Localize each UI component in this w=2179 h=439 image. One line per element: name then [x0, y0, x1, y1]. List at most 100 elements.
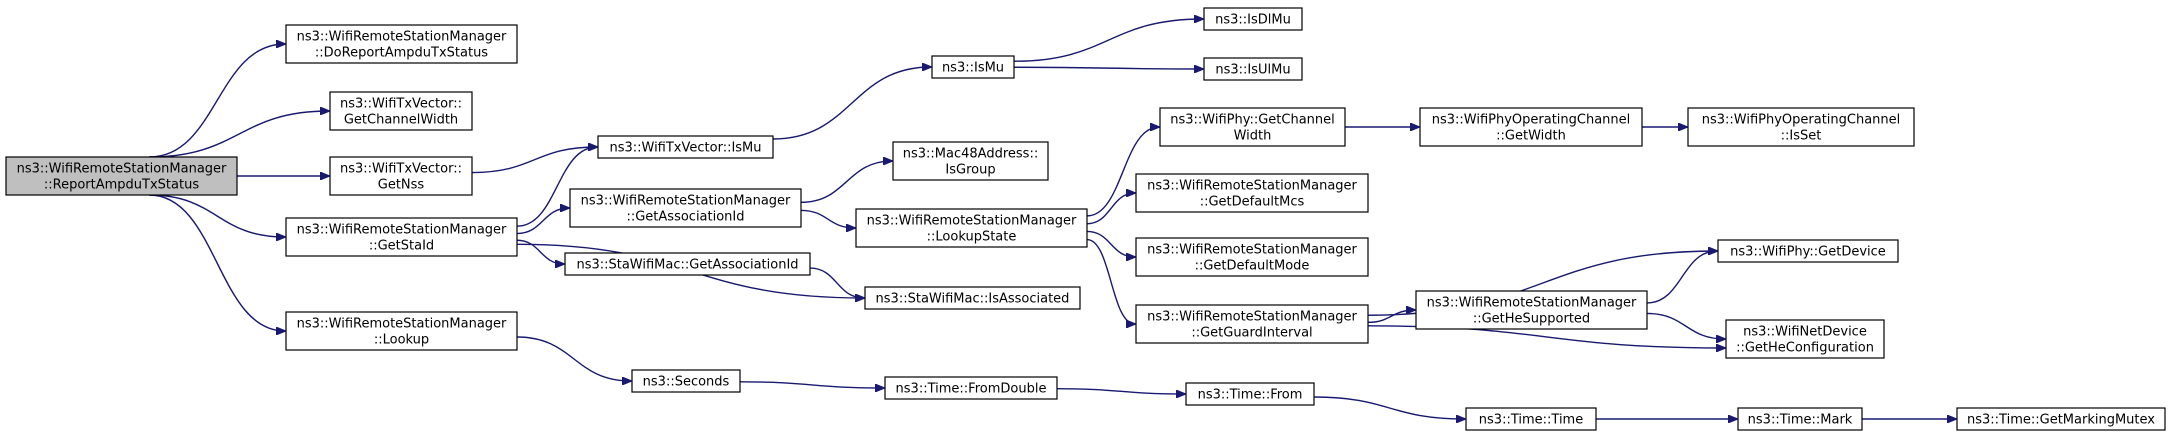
node-seconds[interactable]: ns3::Seconds: [631, 369, 741, 393]
edge-getnss-to-txismu: [471, 147, 597, 174]
node-getdevice[interactable]: ns3::WifiPhy::GetDevice: [1717, 239, 1899, 263]
edge-seconds-to-fromdouble: [739, 381, 884, 388]
edge-lookup-to-seconds: [516, 336, 631, 381]
node-box: [285, 311, 518, 351]
node-label: ::IsSet: [1781, 129, 1822, 144]
node-label: ns3::IsMu: [942, 61, 1004, 76]
node-label: ns3::Mac48Address::: [903, 147, 1038, 162]
node-label: ns3::StaWifiMac::GetAssociationId: [576, 258, 798, 273]
edge-ismu-to-isdlmu: [1013, 19, 1203, 62]
node-box: [1135, 237, 1369, 277]
node-box: [1717, 239, 1899, 263]
node-doreport[interactable]: ns3::WifiRemoteStationManager::DoReportA…: [285, 24, 518, 64]
node-isgroup[interactable]: ns3::Mac48Address::IsGroup: [892, 141, 1049, 181]
node-label: ns3::WifiNetDevice: [1743, 325, 1867, 340]
edge-root-to-lookup: [149, 194, 285, 331]
node-getstaid[interactable]: ns3::WifiRemoteStationManager::GetStaId: [285, 217, 518, 257]
node-label: ns3::Time::Mark: [1748, 413, 1853, 428]
node-markmutex[interactable]: ns3::Time::GetMarkingMutex: [1956, 407, 2166, 431]
node-label: ns3::WifiRemoteStationManager: [867, 214, 1077, 229]
edge-lookupstate-to-guard: [1086, 238, 1135, 324]
edge-getstaid-to-txismu: [516, 147, 597, 227]
node-label: GetNss: [378, 178, 425, 193]
node-hesupported[interactable]: ns3::WifiRemoteStationManager::GetHeSupp…: [1415, 290, 1648, 330]
node-label: ::GetDefaultMcs: [1200, 195, 1305, 210]
node-label: ns3::WifiPhy::GetDevice: [1730, 245, 1886, 260]
node-phychw[interactable]: ns3::WifiPhy::GetChannelWidth: [1159, 107, 1346, 147]
node-box: [285, 24, 518, 64]
node-label: ns3::WifiRemoteStationManager: [297, 30, 507, 45]
node-lookupstate[interactable]: ns3::WifiRemoteStationManager::LookupSta…: [855, 208, 1088, 248]
node-isassociated[interactable]: ns3::StaWifiMac::IsAssociated: [864, 286, 1081, 310]
node-timetime[interactable]: ns3::Time::Time: [1465, 407, 1597, 431]
edge-lookupstate-to-defmode: [1086, 230, 1135, 257]
node-label: ns3::WifiPhyOperatingChannel: [1702, 113, 1901, 128]
node-guard[interactable]: ns3::WifiRemoteStationManager::GetGuardI…: [1135, 304, 1369, 344]
node-label: ::GetAssociationId: [626, 210, 744, 225]
node-opisset[interactable]: ns3::WifiPhyOperatingChannel::IsSet: [1687, 107, 1915, 147]
node-ismu[interactable]: ns3::IsMu: [931, 55, 1015, 79]
node-label: ns3::WifiRemoteStationManager: [1147, 243, 1357, 258]
node-stagetassoc[interactable]: ns3::StaWifiMac::GetAssociationId: [564, 252, 811, 276]
edge-hesupported-to-getdevice: [1646, 251, 1717, 304]
node-box: [1415, 290, 1648, 330]
node-getchw[interactable]: ns3::WifiTxVector::GetChannelWidth: [329, 91, 473, 131]
node-getnss[interactable]: ns3::WifiTxVector::GetNss: [329, 156, 473, 196]
node-box: [884, 376, 1058, 400]
node-box: [285, 217, 518, 257]
edge-getassoc-to-lookupstate: [800, 209, 855, 228]
node-fromdouble[interactable]: ns3::Time::FromDouble: [884, 376, 1058, 400]
node-label: ns3::Time::GetMarkingMutex: [1967, 413, 2155, 428]
node-box: [5, 156, 238, 196]
node-box: [631, 369, 741, 393]
node-lookup[interactable]: ns3::WifiRemoteStationManager::Lookup: [285, 311, 518, 351]
node-box: [864, 286, 1081, 310]
node-txismu[interactable]: ns3::WifiTxVector::IsMu: [597, 135, 774, 159]
node-label: ::DoReportAmpduTxStatus: [315, 46, 488, 61]
node-defmode[interactable]: ns3::WifiRemoteStationManager::GetDefaul…: [1135, 237, 1369, 277]
node-label: ::ReportAmpduTxStatus: [44, 178, 199, 193]
node-box: [1465, 407, 1597, 431]
node-box: [329, 156, 473, 196]
node-label: ::GetGuardInterval: [1191, 326, 1312, 341]
node-label: ::GetStaId: [369, 239, 434, 254]
node-box: [597, 135, 774, 159]
node-label: ns3::WifiTxVector::IsMu: [609, 141, 761, 156]
edge-lookupstate-to-defmcs: [1086, 193, 1135, 225]
edge-getstaid-to-getassoc: [516, 208, 569, 235]
node-box: [1737, 407, 1863, 431]
node-box: [1203, 7, 1303, 31]
edge-timefrom-to-timetime: [1313, 396, 1465, 419]
edge-stagetassoc-to-isassociated: [809, 267, 864, 298]
node-label: ns3::WifiRemoteStationManager: [1147, 179, 1357, 194]
node-label: ::GetWidth: [1496, 129, 1566, 144]
node-label: ns3::WifiRemoteStationManager: [17, 162, 227, 177]
node-label: ns3::WifiRemoteStationManager: [581, 194, 791, 209]
edge-hesupported-to-heconfig: [1646, 312, 1725, 339]
node-heconfig[interactable]: ns3::WifiNetDevice::GetHeConfiguration: [1725, 319, 1885, 359]
node-label: ::Lookup: [374, 333, 429, 348]
node-opgetwidth[interactable]: ns3::WifiPhyOperatingChannel::GetWidth: [1419, 107, 1643, 147]
node-label: Width: [1234, 129, 1272, 144]
node-box: [931, 55, 1015, 79]
node-timemark[interactable]: ns3::Time::Mark: [1737, 407, 1863, 431]
node-getassoc[interactable]: ns3::WifiRemoteStationManager::GetAssoci…: [569, 188, 802, 228]
node-isdlmu[interactable]: ns3::IsDlMu: [1203, 7, 1303, 31]
node-label: ns3::IsUlMu: [1215, 63, 1290, 78]
node-label: ns3::WifiPhy::GetChannel: [1170, 113, 1335, 128]
node-box: [1159, 107, 1346, 147]
node-root[interactable]: ns3::WifiRemoteStationManager::ReportAmp…: [5, 156, 238, 196]
node-timefrom[interactable]: ns3::Time::From: [1185, 382, 1315, 406]
node-label: ::LookupState: [927, 230, 1017, 245]
node-box: [1419, 107, 1643, 147]
node-defmcs[interactable]: ns3::WifiRemoteStationManager::GetDefaul…: [1135, 173, 1369, 213]
edge-guard-to-hesupported: [1367, 310, 1415, 324]
node-label: ::GetHeSupported: [1473, 312, 1590, 327]
node-isulmu[interactable]: ns3::IsUlMu: [1203, 57, 1303, 81]
edge-lookupstate-to-phychw: [1086, 127, 1159, 217]
node-box: [569, 188, 802, 228]
node-box: [1135, 304, 1369, 344]
node-box: [329, 91, 473, 131]
node-label: ns3::WifiRemoteStationManager: [297, 223, 507, 238]
